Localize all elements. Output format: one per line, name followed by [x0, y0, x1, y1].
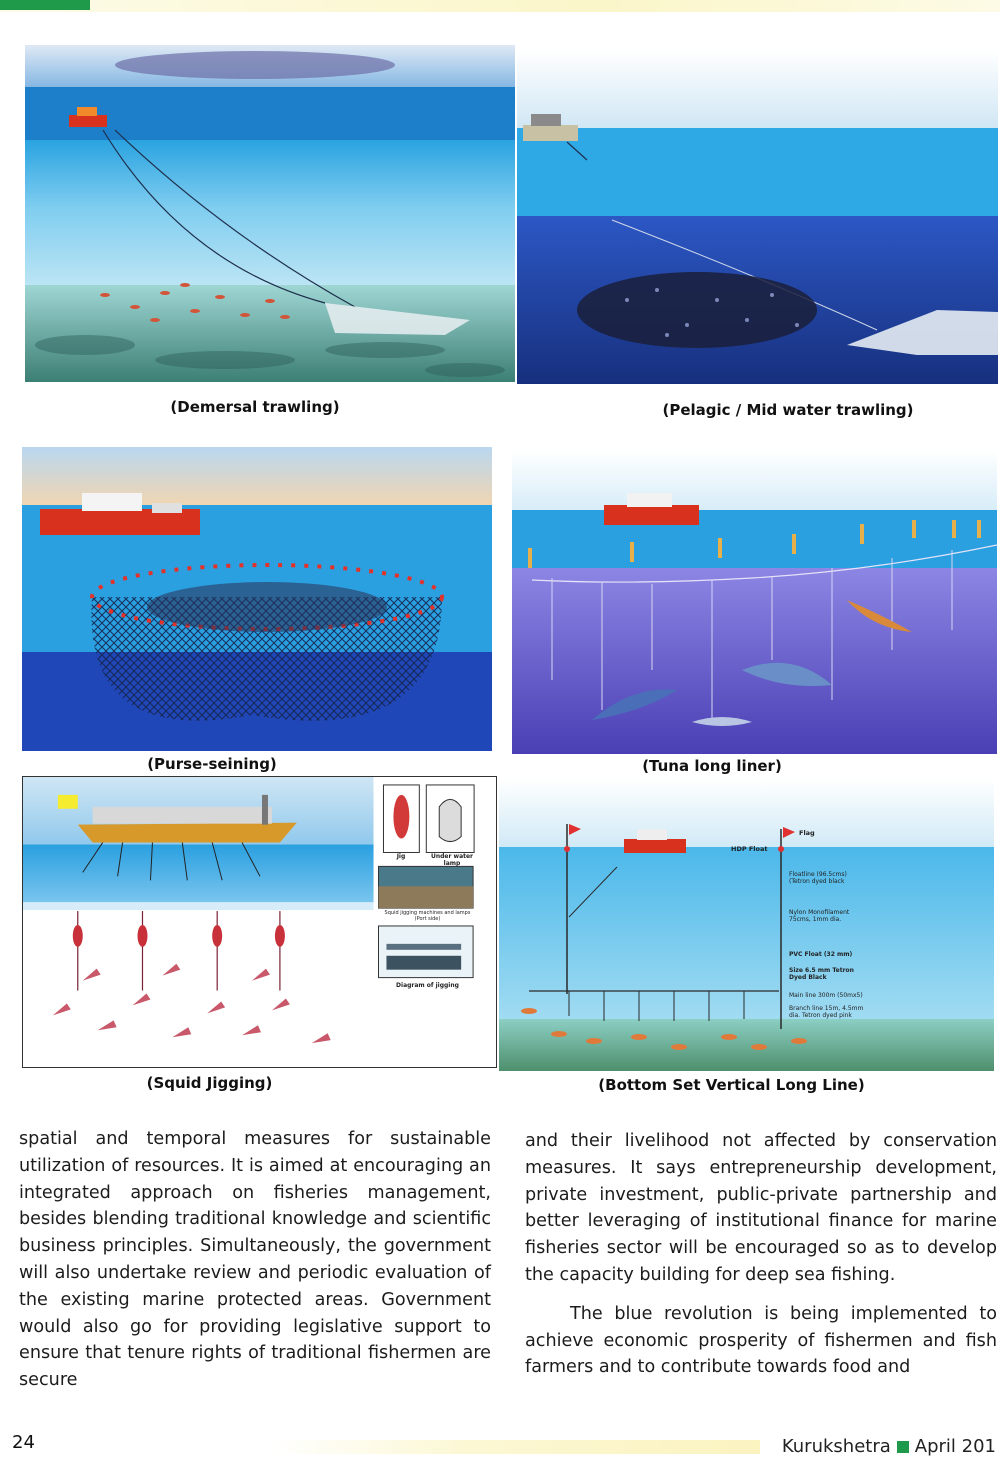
- jigging-machines-photo: [377, 865, 474, 909]
- underwater-lamp-inset: [425, 784, 475, 853]
- caption-demersal-trawling: (Demersal trawling): [170, 398, 340, 416]
- pelagic-boat: [523, 114, 578, 141]
- flag-label: Flag: [799, 829, 815, 837]
- floatline-label: Floatline (96.5cms) (Tetron dyed black: [789, 871, 847, 885]
- caption-pelagic-trawling: (Pelagic / Mid water trawling): [662, 401, 914, 419]
- separator-square-icon: [896, 1441, 909, 1453]
- pelagic-trawling-illustration: [517, 50, 998, 384]
- main-line-label: Main line 300m (50mx5): [789, 992, 863, 999]
- branch-line-label: Branch line 15m, 4.5mm dia. Tetron dyed …: [789, 1005, 864, 1019]
- jigging-diagram-inset: [377, 925, 474, 979]
- body-right-paragraph-2: The blue revolution is being implemented…: [525, 1303, 997, 1378]
- page-number: 24: [12, 1432, 35, 1453]
- longline-ship: [624, 829, 686, 853]
- top-accent-bar: [0, 0, 90, 10]
- body-right-paragraph-1: and their livelihood not affected by con…: [525, 1131, 997, 1285]
- tuna-long-liner-illustration: [512, 450, 997, 754]
- body-left-paragraph: spatial and temporal measures for sustai…: [19, 1129, 491, 1391]
- underwater-lamp-label: Under water lamp: [430, 853, 474, 867]
- body-right-column: and their livelihood not affected by con…: [525, 1128, 997, 1381]
- nylon-monofilament-label: Nylon Monofilament 75cms, 1mm dia.: [789, 909, 850, 923]
- left-flag-buoy: [564, 824, 581, 994]
- footer-strip: [270, 1440, 760, 1454]
- squid-vessel: [77, 794, 297, 843]
- right-flag-buoy: [778, 827, 795, 1029]
- issue-date: April 201: [914, 1436, 996, 1457]
- top-header-strip: [0, 0, 1000, 12]
- pvc-float-label: PVC Float (32 mm): [789, 951, 853, 958]
- bottom-set-long-line-illustration: Flag HDP Float Floatline (96.5cms) (Tetr…: [499, 779, 994, 1071]
- caption-purse-seining: (Purse-seining): [147, 755, 277, 773]
- footer-publication: Kurukshetra April 201: [782, 1436, 996, 1457]
- demersal-trawling-illustration: [25, 45, 515, 382]
- hdp-float-label: HDP Float: [731, 845, 768, 853]
- tetron-size-label: Size 6.5 mm Tetron Dyed Black: [789, 967, 854, 981]
- tuna-ship: [604, 493, 699, 525]
- squid-jigging-illustration: Jig Under water lamp Squid jigging machi…: [22, 776, 497, 1068]
- body-left-column: spatial and temporal measures for sustai…: [19, 1126, 491, 1394]
- caption-squid-jigging: (Squid Jigging): [146, 1074, 273, 1092]
- purse-seining-illustration: [22, 447, 492, 751]
- caption-tuna-long-liner: (Tuna long liner): [642, 757, 782, 775]
- magazine-name: Kurukshetra: [781, 1436, 891, 1457]
- purse-seiner-ship: [40, 493, 200, 535]
- jigging-diagram-label: Diagram of jigging: [396, 982, 459, 989]
- jigging-machines-label: Squid jigging machines and lamps (Port s…: [384, 910, 471, 922]
- jig-label: Jig: [396, 853, 406, 860]
- trawler-boat: [69, 107, 107, 127]
- caption-bottom-set-long-line: (Bottom Set Vertical Long Line): [598, 1076, 865, 1094]
- jig-inset: [382, 784, 420, 853]
